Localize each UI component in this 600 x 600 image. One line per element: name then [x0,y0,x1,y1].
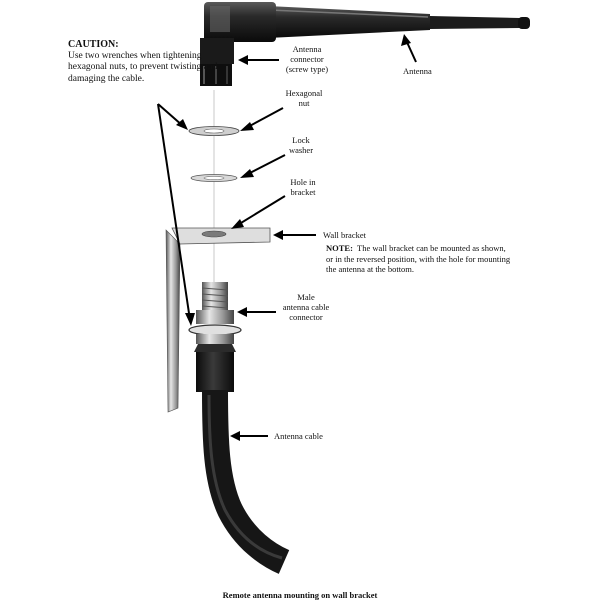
lock-washer [190,174,238,182]
label-antenna-cable: Antenna cable [274,431,323,441]
caution-note: CAUTION: Use two wrenches when tightenin… [68,39,218,85]
caution-arrows [157,103,191,321]
wall-bracket [165,227,271,413]
note-heading: NOTE: [326,243,353,253]
label-lock-washer: Lock washer [288,135,314,155]
label-male-connector: Male antenna cable connector [282,292,330,322]
antenna-cable [202,389,290,574]
arrow-hole [235,195,286,227]
arrow-hex-nut [245,107,284,129]
note-text: The wall bracket can be mounted as shown… [326,243,511,274]
arrow-lock-washer [245,154,286,176]
antenna-whip [268,6,530,38]
antenna-elbow [200,2,276,86]
label-hole-in-bracket: Hole in bracket [290,177,316,197]
label-hex-nut: Hexagonal nut [285,88,323,108]
label-wall-bracket: Wall bracket [323,230,366,240]
caution-heading: CAUTION: [68,39,119,50]
label-antenna: Antenna [403,66,432,76]
wall-bracket-note: NOTE: The wall bracket can be mounted as… [326,243,511,275]
caution-text: Use two wrenches when tightening hexagon… [68,50,218,84]
male-cable-connector [188,282,242,392]
hexagonal-nut [188,126,240,136]
figure-caption: Remote antenna mounting on wall bracket [222,590,378,600]
label-antenna-connector: Antenna connector (screw type) [285,44,329,74]
